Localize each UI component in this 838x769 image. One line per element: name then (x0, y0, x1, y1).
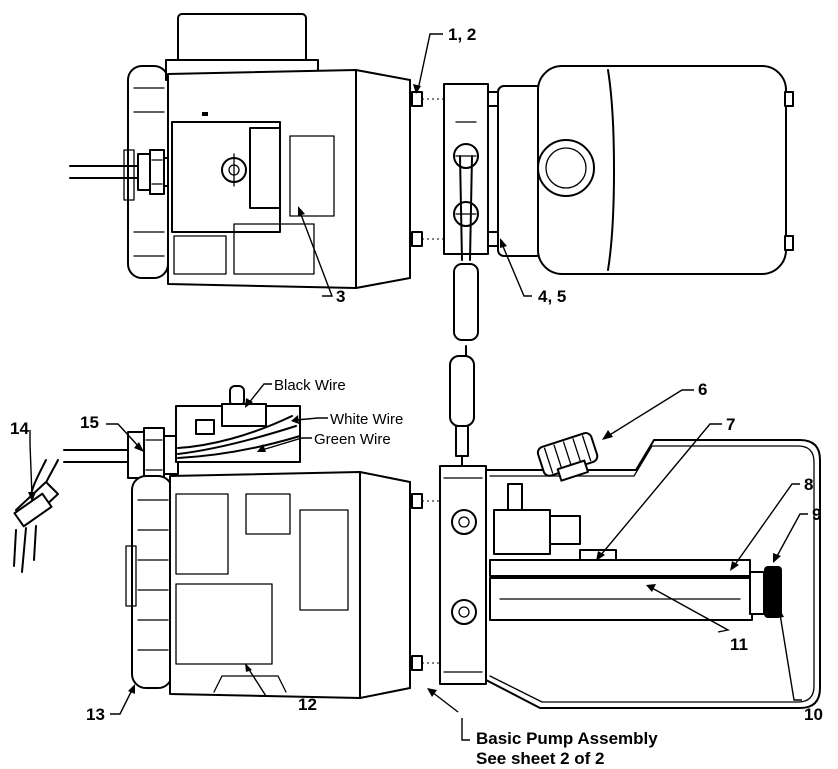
top-junction-box (165, 13, 319, 81)
top-reservoir (497, 65, 794, 275)
note-see-sheet: See sheet 2 of 2 (476, 749, 605, 768)
callout-6: 6 (698, 380, 707, 399)
top-mounting-bolts (411, 91, 499, 247)
side-switch-box (175, 385, 301, 463)
side-mounting-bolts (411, 493, 440, 671)
callout-14: 14 (10, 419, 29, 438)
top-pump-block (443, 83, 489, 357)
callout-7: 7 (726, 415, 735, 434)
side-reservoir (485, 432, 821, 709)
label-green-wire: Green Wire (314, 431, 391, 448)
top-cable (69, 149, 175, 195)
side-handle (449, 355, 475, 469)
callout-12: 12 (298, 695, 317, 714)
label-black-wire: Black Wire (274, 377, 346, 394)
side-pump-block (439, 465, 487, 685)
callout-1-2: 1, 2 (448, 25, 476, 44)
note-basic-pump-assembly: Basic Pump Assembly (476, 729, 658, 748)
callout-9: 9 (812, 505, 821, 524)
label-white-wire: White Wire (330, 411, 403, 428)
callout-11: 11 (730, 635, 748, 654)
top-leaders (298, 33, 532, 297)
side-view: 15 14 Black Wire White Wire Green Wire 6… (10, 355, 823, 768)
callout-4-5: 4, 5 (538, 287, 566, 306)
side-strain-relief (127, 427, 179, 483)
side-motor-end-cap (125, 475, 173, 689)
callout-15: 15 (80, 413, 99, 432)
callout-3: 3 (336, 287, 345, 306)
callout-10: 10 (804, 705, 823, 724)
top-motor-body (167, 69, 411, 289)
side-leaders (28, 383, 808, 741)
side-motor-body (169, 471, 411, 699)
top-view: 1, 2 3 4, 5 (69, 13, 794, 357)
callout-8: 8 (804, 475, 813, 494)
callout-13: 13 (86, 705, 105, 724)
side-power-cord (13, 449, 131, 573)
